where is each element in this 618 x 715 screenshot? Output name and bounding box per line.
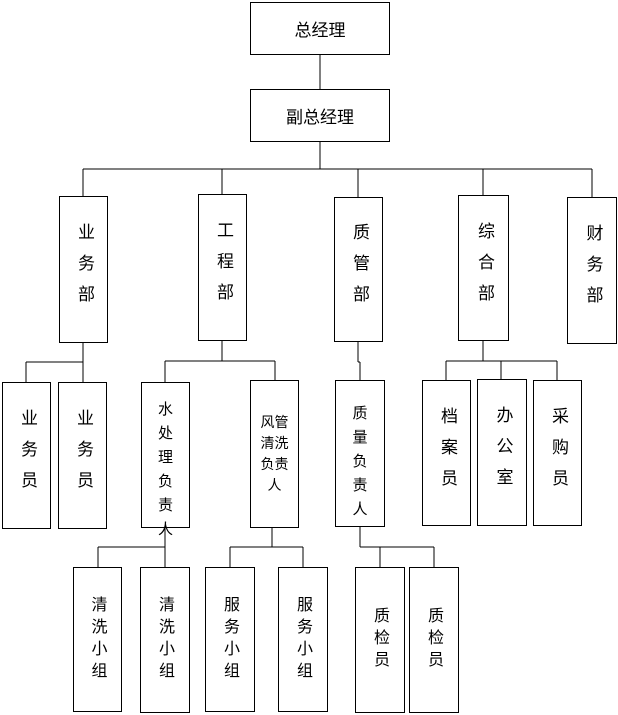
node-water-treatment-lead: 水处理负责人 xyxy=(141,382,190,538)
node-service-team: 服务小组 xyxy=(205,567,255,712)
node-label: 工程部 xyxy=(213,221,233,314)
node-label: 质管部 xyxy=(349,223,369,316)
node-general-affairs-dept: 综合部 xyxy=(458,195,509,341)
node-label: 清洗小组 xyxy=(88,595,108,684)
node-label: 水处理负责人 xyxy=(157,400,173,538)
node-label: 办公室 xyxy=(492,406,513,499)
node-label: 质量负责人 xyxy=(352,404,368,518)
node-quality-lead: 质量负责人 xyxy=(335,380,385,527)
node-label: 财务部 xyxy=(582,224,603,317)
node-cleaning-team: 清洗小组 xyxy=(73,567,122,712)
node-quality-inspector: 质检员 xyxy=(355,567,405,713)
node-service-team: 服务小组 xyxy=(278,567,328,712)
node-office: 办公室 xyxy=(477,379,527,526)
node-label: 采购员 xyxy=(548,406,568,500)
node-label: 服务小组 xyxy=(221,595,240,684)
node-finance-dept: 财务部 xyxy=(567,197,617,344)
node-label: 质检员 xyxy=(425,607,444,673)
node-duct-cleaning-lead: 风管清洗负责人 xyxy=(250,380,299,528)
node-label: 副总经理 xyxy=(286,108,354,128)
node-label: 业务员 xyxy=(73,409,93,502)
node-label: 业务部 xyxy=(74,223,94,316)
node-label: 风管清洗负责人 xyxy=(260,415,289,494)
node-deputy-general-manager: 副总经理 xyxy=(250,89,390,142)
node-salesman: 业务员 xyxy=(58,382,107,529)
node-label: 服务小组 xyxy=(294,595,313,684)
node-quality-dept: 质管部 xyxy=(334,197,383,342)
node-general-manager: 总经理 xyxy=(250,2,390,55)
node-quality-inspector: 质检员 xyxy=(409,567,459,713)
node-engineering-dept: 工程部 xyxy=(198,194,247,341)
node-label: 综合部 xyxy=(474,221,494,315)
node-label: 清洗小组 xyxy=(156,596,175,684)
node-purchaser: 采购员 xyxy=(533,380,582,526)
node-business-dept: 业务部 xyxy=(59,196,108,343)
node-label: 总经理 xyxy=(294,21,346,41)
node-cleaning-team: 清洗小组 xyxy=(140,567,190,713)
node-label: 档案员 xyxy=(437,406,457,500)
node-label: 业务员 xyxy=(17,409,37,502)
node-salesman: 业务员 xyxy=(2,382,51,529)
node-archivist: 档案员 xyxy=(422,380,471,526)
node-label: 质检员 xyxy=(371,607,390,673)
